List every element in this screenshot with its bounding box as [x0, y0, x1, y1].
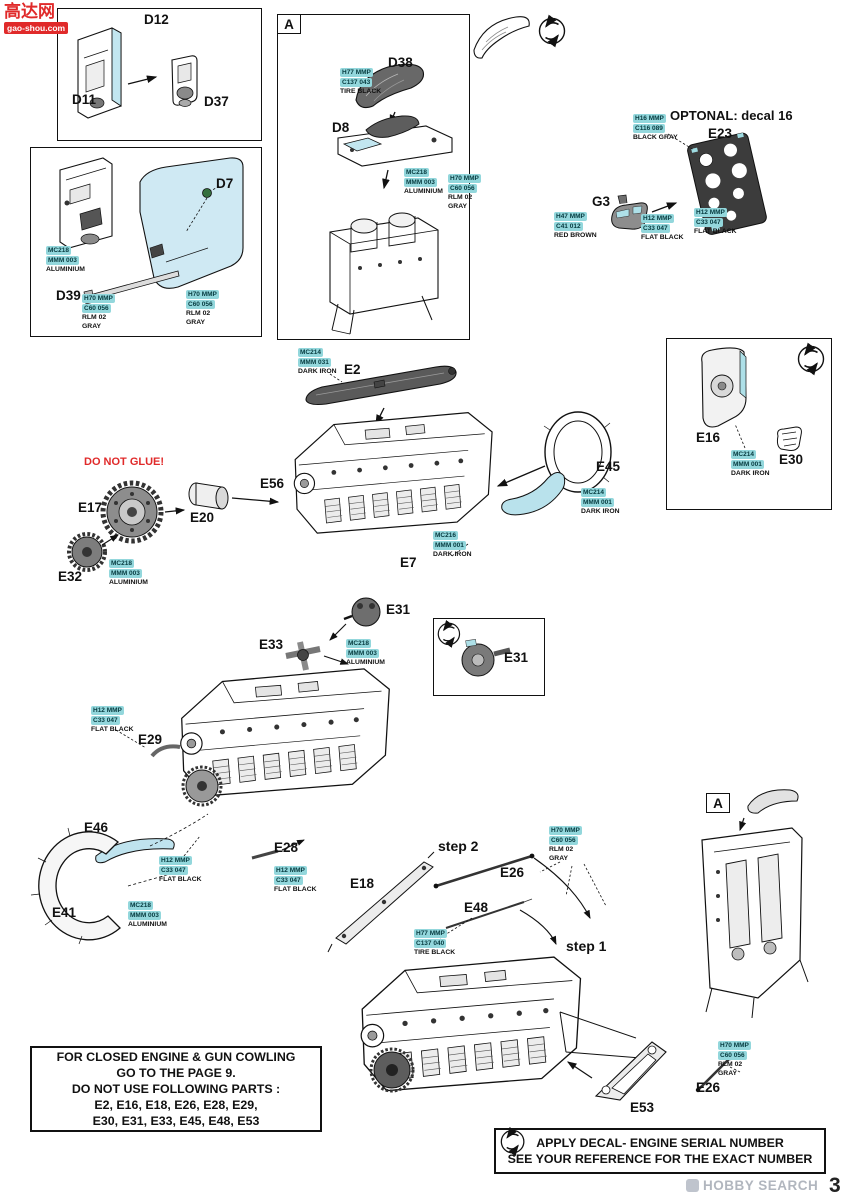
drawing-cockpit-console — [59, 157, 113, 249]
drawing-g3-gunsight — [611, 133, 695, 230]
note-line: E2, E16, E18, E26, E28, E29, — [94, 1098, 258, 1112]
drawing-engine-front — [293, 412, 493, 534]
drawing-e31-magneto — [329, 597, 381, 641]
drawing-e16-cover — [701, 347, 747, 449]
drawing-e18-strut — [327, 851, 435, 953]
box-d7-d39 — [30, 147, 262, 337]
note-line: FOR CLOSED ENGINE & GUN COWLING — [56, 1050, 296, 1064]
box-e31-alt — [433, 618, 545, 696]
gaoshou-url: gao-shou.com — [4, 22, 69, 34]
drawing-gun-cowling — [701, 789, 809, 1019]
drawing-e33-shaft — [285, 641, 350, 671]
drawing-e30-clamp — [776, 426, 802, 451]
decal-serial-note: APPLY DECAL- ENGINE SERIAL NUMBER SEE YO… — [494, 1128, 826, 1174]
optional-decal-note: OPTONAL: decal 16 — [670, 108, 793, 123]
drawing-e23-instrument-panel — [687, 132, 767, 235]
closed-engine-note: FOR CLOSED ENGINE & GUN COWLING GO TO TH… — [30, 1046, 322, 1132]
box-section-a — [277, 14, 470, 340]
note-line: SEE YOUR REFERENCE FOR THE EXACT NUMBER — [507, 1152, 813, 1166]
gaoshou-watermark: 高达网 gao-shou.com — [4, 2, 69, 34]
drawing-e2-intake — [305, 365, 457, 426]
box-e16-e30 — [666, 338, 832, 510]
drawing-e17-gear — [100, 480, 186, 544]
drawing-e31-alt-view — [461, 639, 511, 677]
section-a-tab-bottom: A — [706, 793, 730, 813]
drawing-e46-flap — [95, 813, 209, 864]
drawing-d37-bracket — [171, 55, 198, 107]
gaoshou-logo-text: 高达网 — [4, 2, 55, 21]
leader-e7 — [451, 543, 469, 557]
drawing-e41-cowl-ring — [30, 827, 171, 945]
drawing-e53-bracket — [567, 1041, 667, 1101]
drawing-supercharger — [181, 765, 223, 807]
note-line: APPLY DECAL- ENGINE SERIAL NUMBER — [536, 1136, 784, 1150]
drawing-e28-rod — [251, 839, 305, 860]
hobbysearch-icon — [686, 1179, 699, 1192]
drawing-e26-rod-top — [433, 853, 591, 919]
drawing-d8-mount — [337, 115, 453, 190]
drawing-gun-bay — [329, 212, 439, 335]
section-a-tab-top: A — [277, 14, 301, 34]
drawing-e26-rod-bottom — [695, 1055, 741, 1093]
hobbysearch-text: HOBBY SEARCH — [703, 1178, 819, 1193]
box-d11-d37 — [57, 8, 262, 141]
rotate-icon-d38 — [540, 19, 565, 44]
do-not-glue-warning: DO NOT GLUE! — [84, 456, 165, 468]
drawing-canopy-part — [473, 16, 530, 59]
page-number: 3 — [829, 1174, 841, 1197]
step-2-label: step 2 — [438, 838, 479, 854]
note-line: GO TO THE PAGE 9. — [116, 1066, 236, 1080]
drawing-engine-mount — [559, 1011, 641, 1059]
leader-lines-e26-top — [539, 861, 607, 907]
drawing-e45-pipe — [501, 472, 566, 516]
step-1-label: step 1 — [566, 938, 607, 954]
hobbysearch-watermark: HOBBY SEARCH — [686, 1178, 818, 1193]
note-line: E30, E31, E33, E45, E48, E53 — [92, 1114, 260, 1128]
drawing-e48-rod — [439, 898, 557, 946]
drawing-e45-ring — [496, 411, 612, 493]
drawing-d11-panel — [77, 27, 158, 119]
drawing-e20-cylinder — [188, 482, 280, 510]
drawing-e32-gear — [67, 532, 119, 572]
note-line: DO NOT USE FOLLOWING PARTS : — [71, 1082, 281, 1096]
drawing-d7-panel — [139, 157, 244, 289]
drawing-gearbox — [369, 1047, 415, 1093]
